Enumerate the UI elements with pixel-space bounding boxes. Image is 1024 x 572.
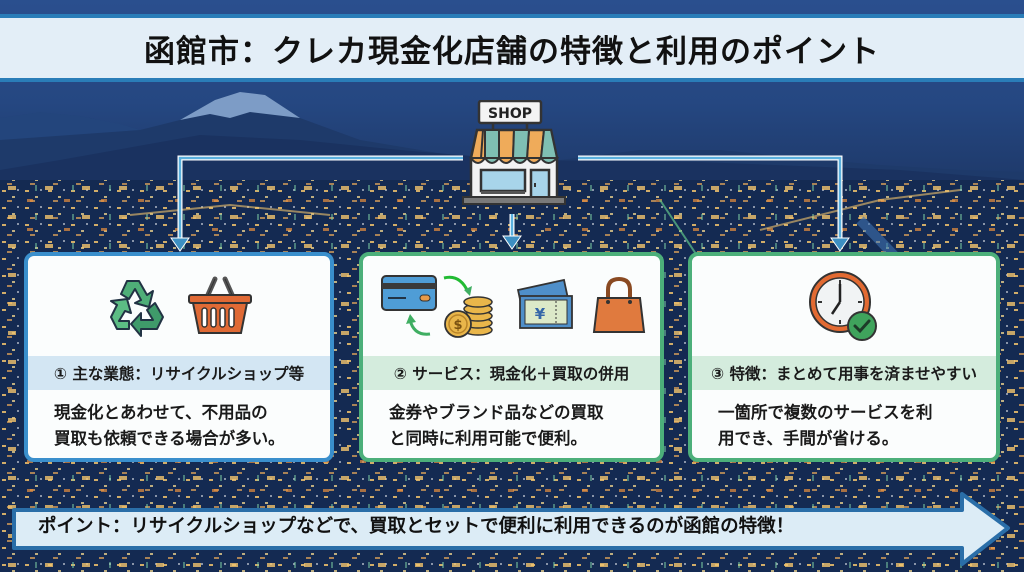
recycle-icon: [110, 280, 164, 337]
point-text: ポイント：リサイクルショップなどで、買取とセットで便利に利用できるのが函館の特徴…: [38, 516, 795, 537]
arrow-right-icon: [12, 492, 1010, 566]
card-services: $ ¥ ② サービス：現金化＋買取の併用 金券やブランド品などの買取 と同時に利…: [359, 252, 664, 462]
card-heading: ① 主な業態：リサイクルショップ等: [28, 356, 330, 390]
shop-sign-label: SHOP: [488, 106, 532, 122]
card-features: ③ 特徴：まとめて用事を済ませやすい 一箇所で複数のサービスを利 用でき、手間が…: [688, 252, 1000, 462]
point-arrow-banner: ポイント：リサイクルショップなどで、買取とセットで便利に利用できるのが函館の特徴…: [12, 490, 1012, 568]
card-icons: $ ¥: [363, 256, 660, 356]
card-icons: [28, 256, 330, 356]
card-description: 一箇所で複数のサービスを利 用でき、手間が省ける。: [718, 403, 933, 448]
card-description: 金券やブランド品などの買取 と同時に利用可能で便利。: [389, 403, 604, 448]
shopping-basket-icon: [188, 276, 252, 334]
svg-text:$: $: [453, 318, 462, 333]
shop-icon: SHOP: [462, 100, 566, 205]
card-heading: ③ 特徴：まとめて用事を済ませやすい: [692, 356, 996, 390]
card-icons: [692, 256, 996, 356]
card-description: 現金化とあわせて、不用品の 買取も依頼できる場合が多い。: [54, 403, 285, 448]
card-heading: ② サービス：現金化＋買取の併用: [363, 356, 660, 390]
gift-voucher-icon: ¥: [516, 278, 573, 329]
clock-check-icon: [809, 271, 877, 341]
handbag-icon: [592, 276, 645, 333]
card-business-type: ① 主な業態：リサイクルショップ等 現金化とあわせて、不用品の 買取も依頼できる…: [24, 252, 334, 462]
svg-text:¥: ¥: [534, 305, 545, 323]
page-title: 函館市：クレカ現金化店舗の特徴と利用のポイント: [144, 33, 880, 70]
credit-card-to-coins-icon: $: [380, 275, 493, 338]
title-banner: 函館市：クレカ現金化店舗の特徴と利用のポイント: [0, 14, 1024, 82]
